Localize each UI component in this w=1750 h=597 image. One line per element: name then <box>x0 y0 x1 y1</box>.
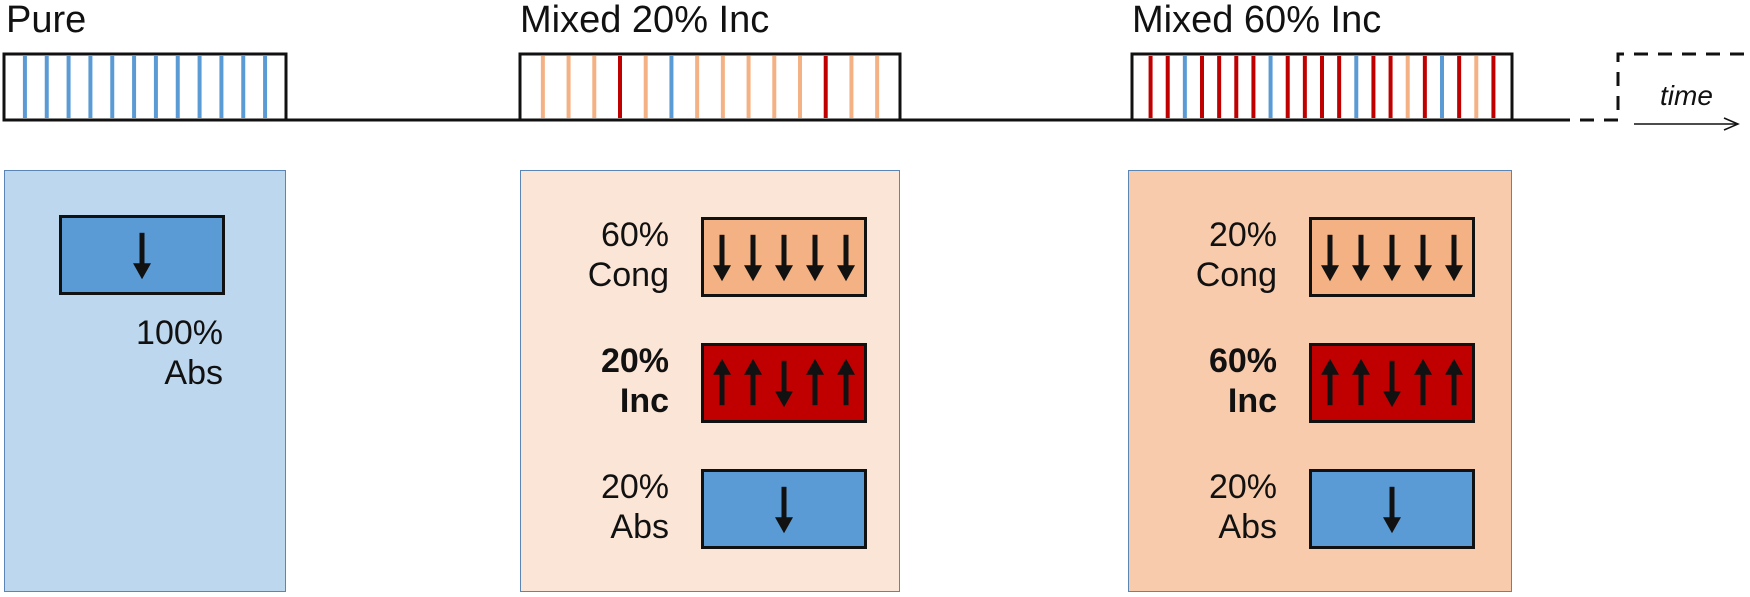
block-outline <box>2 52 288 122</box>
stimulus-example-congruent <box>701 217 867 297</box>
timeline-block <box>518 52 902 122</box>
block-outline <box>518 52 902 122</box>
stimulus-example-absent <box>701 469 867 549</box>
condition-label: 20%Inc <box>601 341 669 421</box>
arrow-down-icon <box>1383 234 1401 282</box>
block-title-pure: Pure <box>6 0 87 41</box>
stimulus-arrows <box>1383 486 1401 534</box>
condition-label: 20%Cong <box>1196 215 1277 295</box>
arrow-down-icon <box>775 486 793 534</box>
arrow-up-icon <box>1321 358 1339 406</box>
stimulus-arrows <box>133 232 151 280</box>
stimulus-arrows <box>713 358 855 408</box>
condition-label: 60%Cong <box>588 215 669 295</box>
block-title-mixed20: Mixed 20% Inc <box>520 0 770 41</box>
stimulus-example-absent <box>59 215 225 295</box>
stimulus-arrows <box>713 234 855 282</box>
arrow-down-icon <box>837 234 855 282</box>
stimulus-example-absent <box>1309 469 1475 549</box>
arrow-up-icon <box>744 358 762 406</box>
condition-label: 100%Abs <box>136 313 223 393</box>
timeline-block <box>2 52 288 122</box>
arrow-down-icon <box>1445 234 1463 282</box>
arrow-down-icon <box>775 360 793 408</box>
next-block-dashed <box>1556 52 1748 122</box>
stimulus-example-congruent <box>1309 217 1475 297</box>
arrow-up-icon <box>713 358 731 406</box>
condition-percent: 60% <box>600 216 669 254</box>
stimulus-arrows <box>1321 234 1463 282</box>
time-axis-label: time <box>1660 80 1713 111</box>
condition-percent: 20% <box>600 468 669 506</box>
condition-type: Cong <box>1195 256 1277 294</box>
condition-type: Abs <box>610 508 669 546</box>
timeline-block <box>1130 52 1514 122</box>
block-outline <box>1130 52 1514 122</box>
condition-type: Cong <box>587 256 669 294</box>
condition-percent: 20% <box>1208 216 1277 254</box>
condition-label: 20%Abs <box>1209 467 1277 547</box>
arrow-up-icon <box>837 358 855 406</box>
condition-percent: 100% <box>136 314 223 352</box>
stimulus-example-incongruent <box>701 343 867 423</box>
block-title-mixed60: Mixed 60% Inc <box>1132 0 1382 41</box>
condition-percent: 20% <box>600 342 669 380</box>
stimulus-arrows <box>1321 358 1463 408</box>
arrow-down-icon <box>713 234 731 282</box>
arrow-down-icon <box>744 234 762 282</box>
arrow-down-icon <box>1352 234 1370 282</box>
arrow-up-icon <box>1414 358 1432 406</box>
arrow-down-icon <box>775 234 793 282</box>
stimulus-example-incongruent <box>1309 343 1475 423</box>
arrow-down-icon <box>133 232 151 280</box>
condition-type: Inc <box>1227 382 1277 420</box>
condition-type: Abs <box>1218 508 1277 546</box>
arrow-down-icon <box>806 234 824 282</box>
condition-type: Inc <box>619 382 669 420</box>
arrow-down-icon <box>1321 234 1339 282</box>
condition-type: Abs <box>164 354 223 392</box>
condition-percent: 20% <box>1208 468 1277 506</box>
arrow-down-icon <box>1414 234 1432 282</box>
condition-label: 60%Inc <box>1209 341 1277 421</box>
arrow-down-icon <box>1383 486 1401 534</box>
timeline-diagram <box>2 52 1748 131</box>
arrow-down-icon <box>1383 360 1401 408</box>
stimulus-arrows <box>775 486 793 534</box>
time-arrow-head <box>1723 117 1740 131</box>
condition-panel-pure: 100%Abs <box>4 170 286 592</box>
condition-percent: 60% <box>1208 342 1277 380</box>
arrow-up-icon <box>806 358 824 406</box>
condition-label: 20%Abs <box>601 467 669 547</box>
arrow-up-icon <box>1445 358 1463 406</box>
arrow-up-icon <box>1352 358 1370 406</box>
